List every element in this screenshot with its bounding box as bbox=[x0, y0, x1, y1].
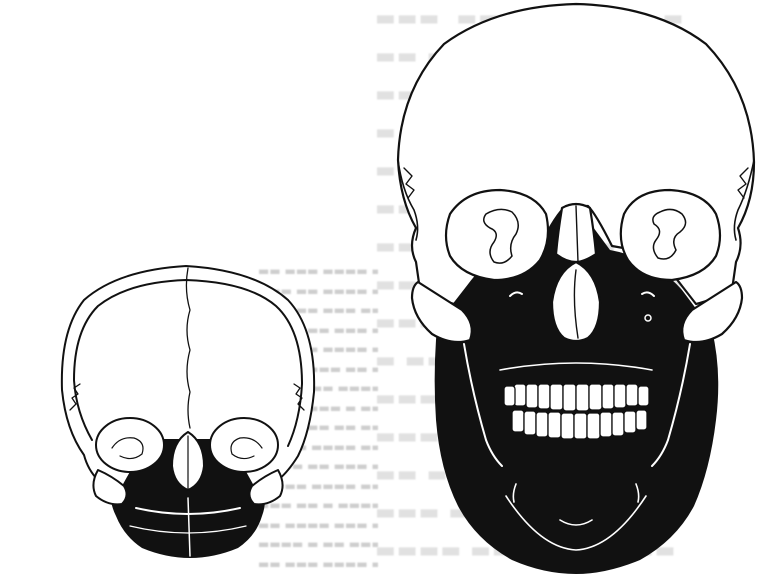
infant-skull bbox=[62, 266, 314, 558]
infant-right-orbit bbox=[210, 418, 278, 472]
adult-skull bbox=[398, 4, 754, 574]
infant-left-orbit bbox=[96, 418, 164, 472]
